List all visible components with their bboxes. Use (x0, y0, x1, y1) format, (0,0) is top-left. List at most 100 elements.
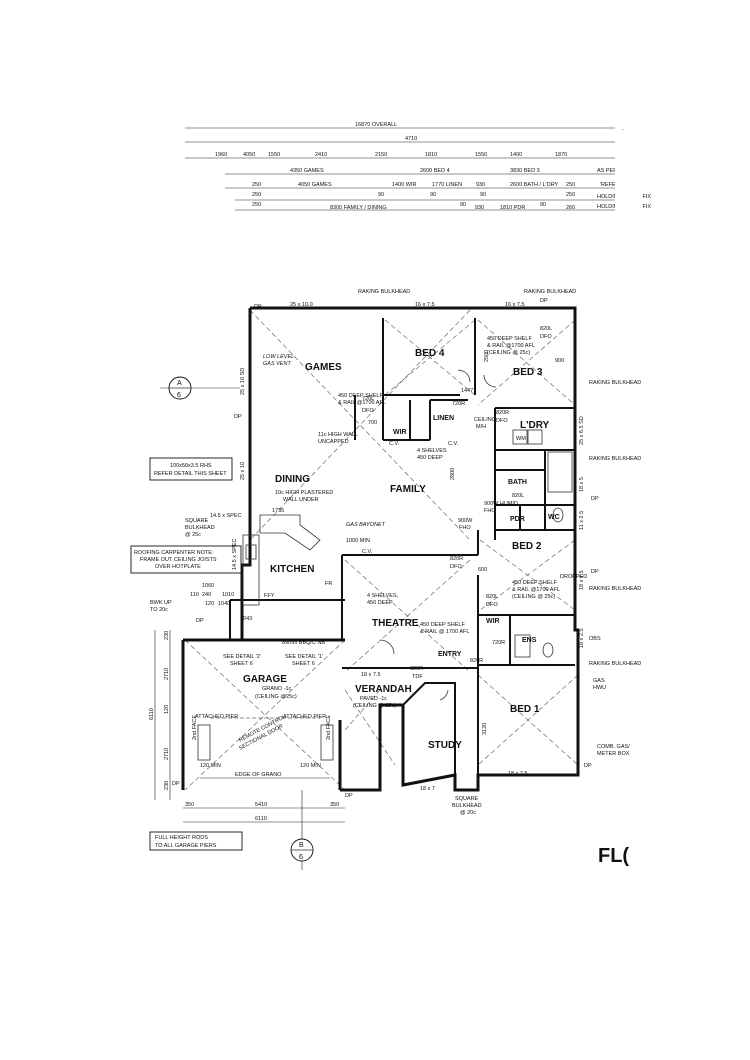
n700: 700 (368, 420, 377, 426)
note-ceiling-mh-1: CEILING (474, 417, 496, 423)
dim-r2-0: 1960 (215, 152, 227, 158)
note-gas-hwu-2: HWU (593, 685, 606, 691)
dim-edge-8: 250 (566, 182, 575, 188)
room-wc: WC (548, 514, 560, 521)
n120: 120 (205, 601, 214, 607)
detail-box (149, 457, 233, 481)
note-shelf-b2-3: (CEILING @ 25c) (512, 594, 555, 600)
note-raking-b1: RAKING BULKHEAD (589, 661, 641, 667)
dp-3: DP (540, 298, 548, 304)
dim-edge-2: 250 (252, 202, 261, 208)
note-shelves-fam-2: 450 DEEP (417, 455, 443, 461)
detail-box-1: 100x50x3.5 RHS (170, 463, 212, 469)
note-detail1-1: SEE DETAIL '1' (285, 654, 323, 660)
n1040: 1040 (218, 601, 230, 607)
gbot-0: 350 (185, 802, 194, 808)
win-bot-b: 18 x 7.5 (508, 771, 528, 777)
door-820r-front: 820R (410, 666, 423, 672)
gside-4: 230 (164, 781, 170, 790)
door-tdf: TDF (412, 674, 423, 680)
door-labels: 720L DFO 820L DFO 820R DFO 720R 820L 820… (172, 298, 599, 799)
dim-r2-5: 1810 (425, 152, 437, 158)
face-right: 2nd FACE (326, 715, 332, 740)
dfo-5: DFO (486, 602, 498, 608)
dim-overall: 16870 OVERALL (355, 122, 397, 128)
full-height-2: TO ALL GARAGE PIERS (155, 843, 217, 849)
note-shelf-b3-3: (CEILING @ 25c) (487, 350, 530, 356)
note-raking-b3: RAKING BULKHEAD (589, 380, 641, 386)
detail-box-2: REFER DETAIL THIS SHEET (154, 471, 227, 477)
note-min-right: 120 MIN (300, 763, 321, 769)
trough (527, 429, 543, 445)
win-left-a: 25 x 10 SD (240, 368, 246, 395)
door-720l: 720L (362, 396, 374, 402)
dp-9: DP (584, 763, 592, 769)
note-detail2-1: SEE DETAIL '2' (223, 654, 261, 660)
win-right-e: 18 x 2.5 (579, 628, 585, 648)
room-bed4: BED 4 (415, 348, 445, 359)
win-right-d: 18 x 7.5 (579, 570, 585, 590)
dim-edge-6: 90 (480, 192, 486, 198)
note-raking-top-2: RAKING BULKHEAD (524, 289, 576, 295)
toilet-ens (542, 642, 554, 658)
note-detail2-2: SHEET 6 (230, 661, 253, 667)
dim-r5-2: 1810 PDR (500, 205, 525, 211)
cv-3: C.V. (362, 549, 373, 555)
marker-b-num: 6 (299, 854, 303, 861)
note-sqbulk-study-3: @ 20c (460, 810, 476, 816)
note-raking-b2: RAKING BULKHEAD (589, 586, 641, 592)
win-top-c: 16 x 7.5 (505, 302, 525, 308)
annotations: RAKING BULKHEAD RAKING BULKHEAD RAKING B… (150, 289, 641, 816)
note-pier-right: ATTACHED PIER (283, 714, 326, 720)
win-right-b: 18 x 5 (579, 477, 585, 492)
dp-7: DP (172, 781, 180, 787)
win-verandah: 18 x 7.5 (361, 672, 381, 678)
edge-dims: 25 x 10.0 16 x 7.5 16 x 7.5 25 x 10 SD 2… (149, 302, 601, 823)
dim-r3-0: 4350 GAMES (290, 168, 324, 174)
note-comb-gas-2: METER BOX (597, 751, 630, 757)
note-plaster-2: WALL UNDER (283, 497, 319, 503)
win-right-a: 25 x 6.5 SD (579, 416, 585, 445)
gside-total: 6110 (149, 708, 155, 720)
dp-1: DP (254, 304, 262, 310)
dfo-2: DFO (540, 334, 552, 340)
washer (512, 429, 528, 445)
room-bed2: BED 2 (512, 541, 542, 552)
note-wm: WM (516, 436, 526, 442)
gbot-2: 350 (330, 802, 339, 808)
note-sqbulk-study-1: SQUARE (455, 796, 479, 802)
dim-r4-3: 930 (476, 182, 485, 188)
room-wir-1: WIR (393, 429, 407, 436)
gside-1: 2710 (164, 668, 170, 680)
dp-6: DP (196, 618, 204, 624)
win-top-b: 16 x 7.5 (415, 302, 435, 308)
roofing-3: OVER HOTPLATE (155, 564, 201, 570)
door-820r-ldry: 820R (496, 410, 509, 416)
room-bath: BATH (508, 479, 527, 486)
win-right-f: OBS (589, 636, 601, 642)
dim-r3-2: 3830 BED 3 (510, 168, 540, 174)
room-ens: ENS (522, 637, 537, 644)
n1060: 1060 (202, 583, 214, 589)
n240: 240 (202, 592, 211, 598)
win-right-c: 11 x 2.5 (579, 511, 585, 530)
n1735: 1735 (272, 508, 284, 514)
door-820r-bed2: 820R (450, 556, 463, 562)
n600: 600 (478, 567, 487, 573)
sheet-title-fragment: FL( (598, 845, 629, 867)
note-refer: 'REFER T (600, 182, 625, 188)
dfo-1: DFO (362, 408, 374, 414)
note-shelf-b3-2: & RAIL @1700 AFL (487, 343, 535, 349)
dim-r4-4: 2600 BATH / L'DRY (510, 182, 559, 188)
note-shelf-b4-2: & RAIL @1700 AFL (338, 400, 386, 406)
note-garage-1: GRANO -1c (262, 686, 292, 692)
cv-2: C.V. (448, 441, 459, 447)
roofing-box (130, 545, 242, 574)
note-hwu-1: 900W HUMID (484, 501, 518, 507)
n1043: 1043 (240, 616, 252, 622)
section-marker-a: A 6 (160, 376, 240, 400)
door-820r-entry: 820R (470, 658, 483, 664)
room-verandah: VERANDAH (355, 684, 412, 695)
note-verandah-1: PAVED -1c (360, 696, 387, 702)
